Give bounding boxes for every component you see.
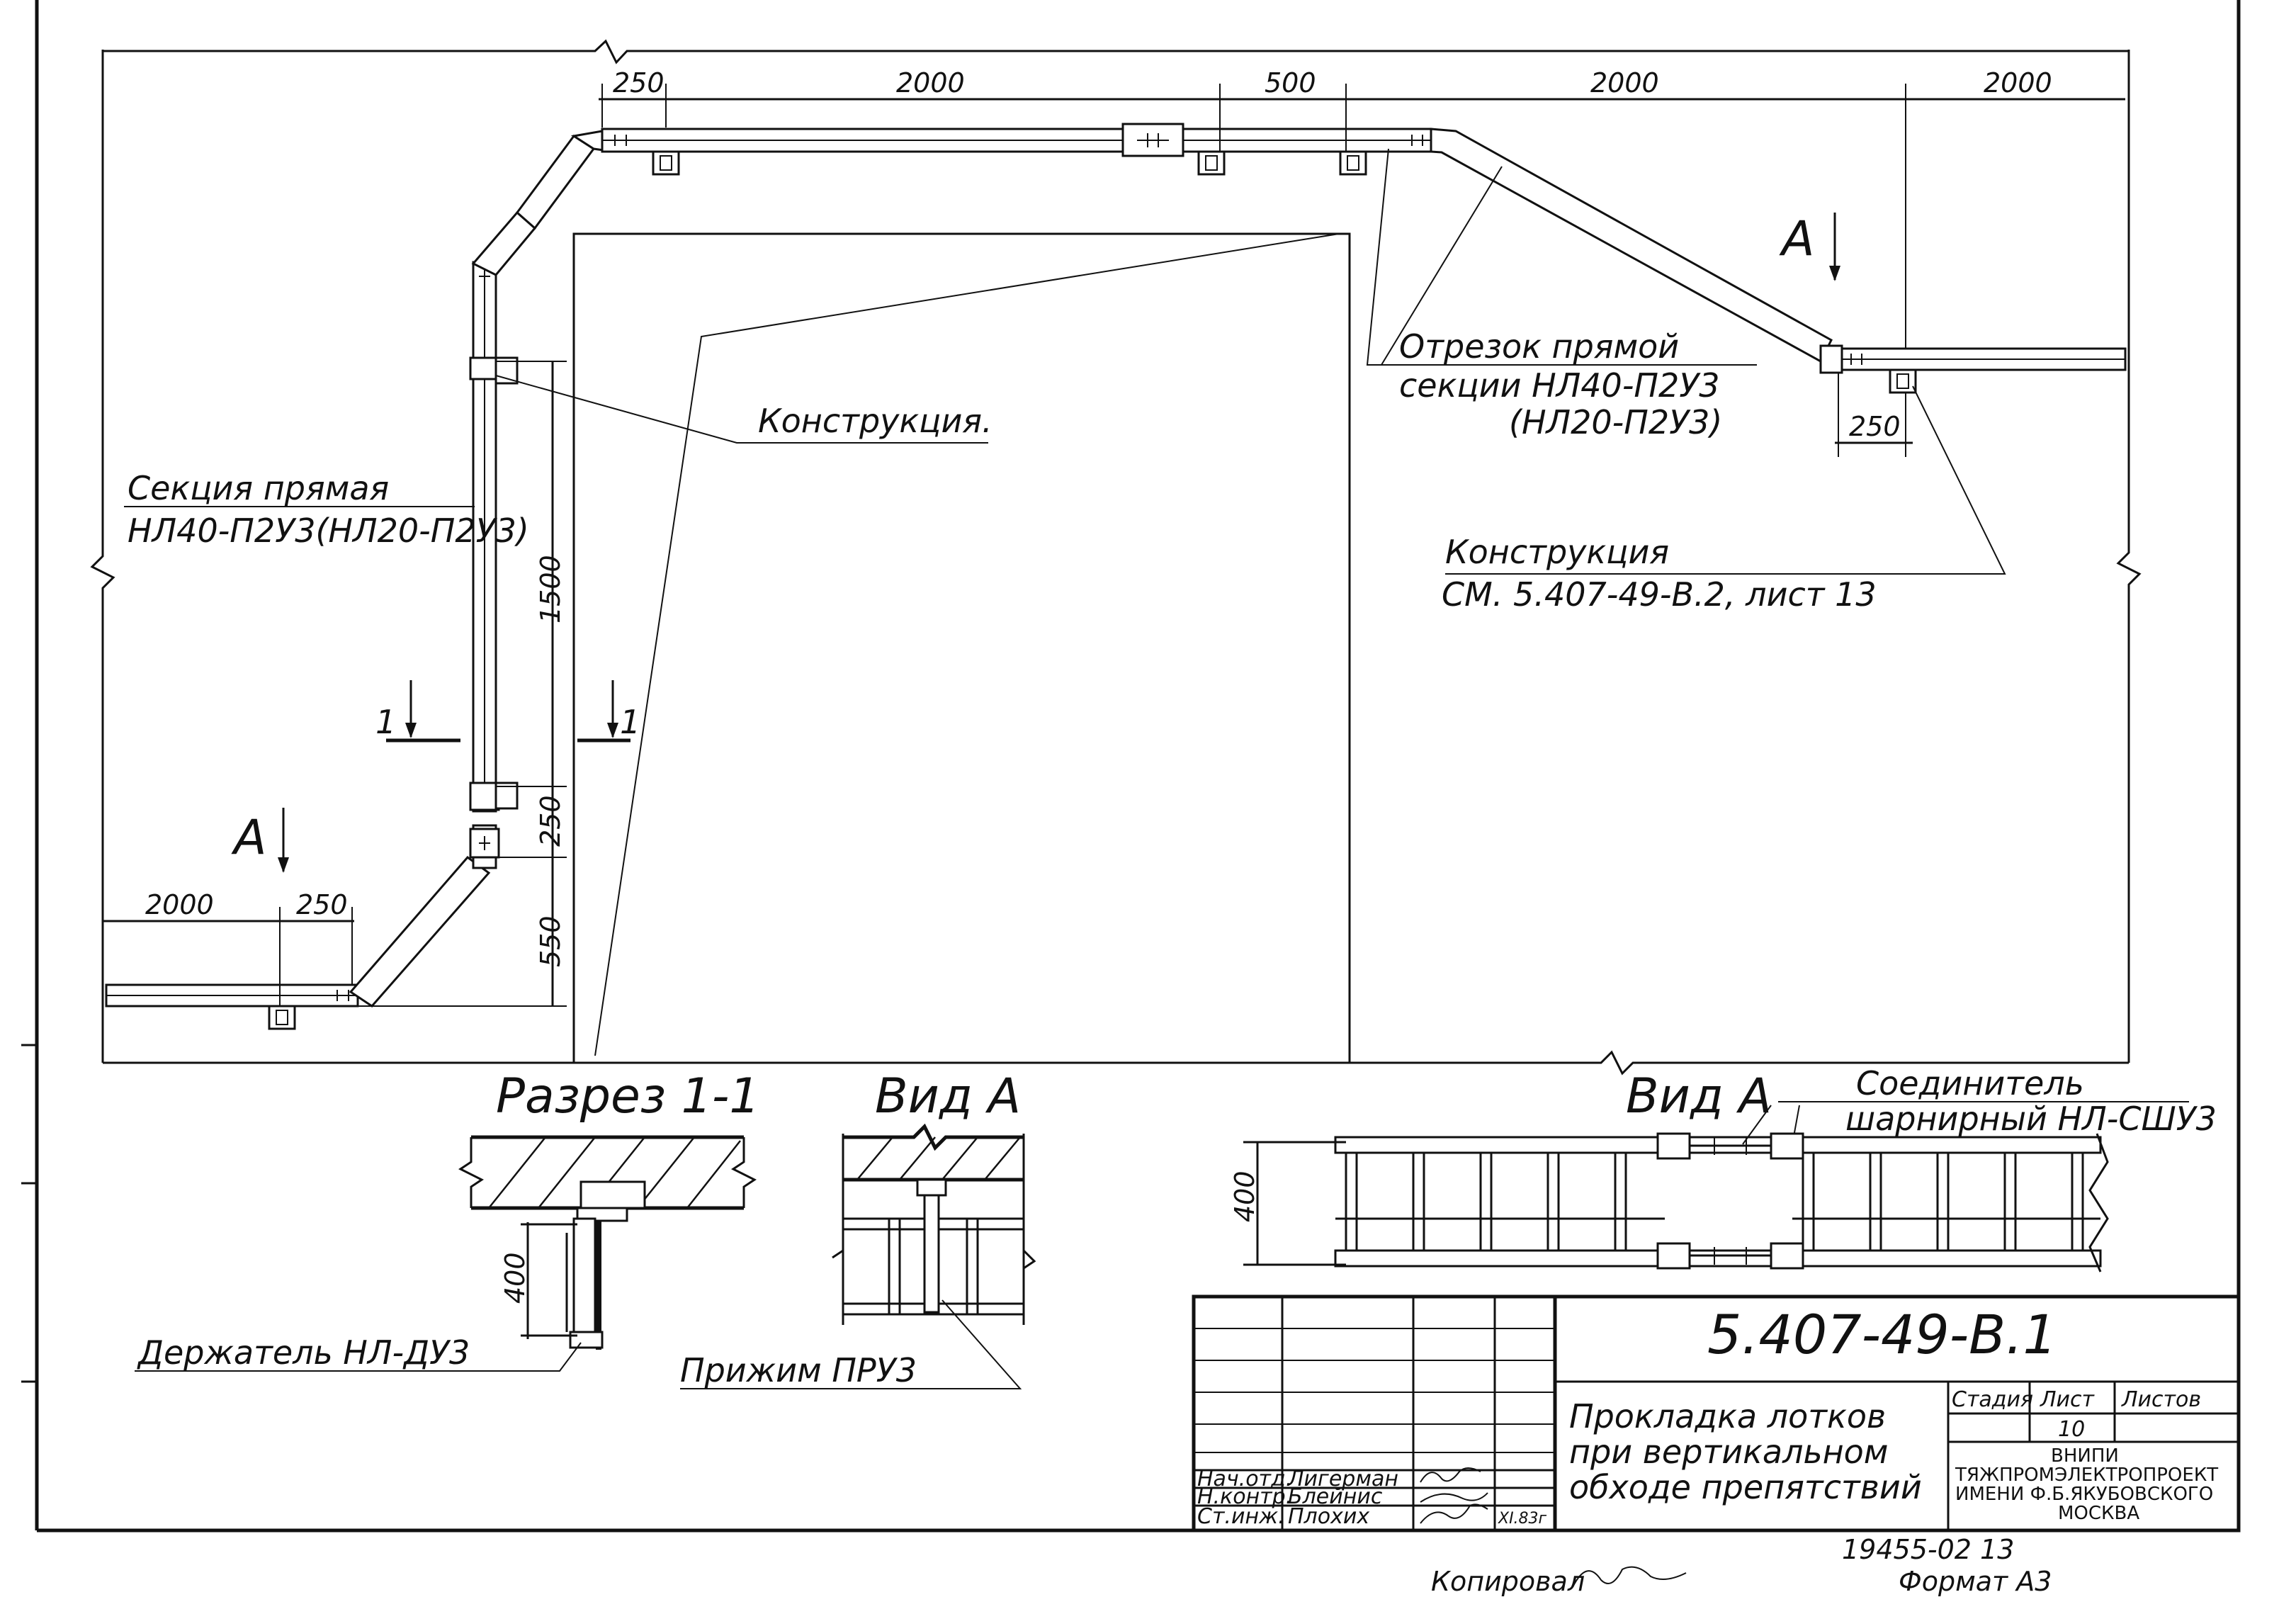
handwritten-signatures: [1420, 1467, 1488, 1524]
obstacle-outline: [572, 232, 1351, 1063]
bolt-marks: [332, 133, 1867, 1001]
dim-vert-1500: 1500: [535, 555, 566, 623]
name-1: Лигерман: [1287, 1467, 1398, 1491]
tray-joint-1: [469, 781, 500, 811]
tray-right-joint: [1819, 344, 1843, 374]
copier-signature: [1572, 1566, 1687, 1588]
dim-bottom-2000: 2000: [145, 889, 214, 920]
dim-top-1: 250: [613, 67, 665, 98]
label-sekciya-1: Секция прямая: [128, 469, 389, 507]
dim-top-5: 2000: [1984, 67, 2052, 98]
name-2: Блейнис: [1288, 1484, 1383, 1509]
inventory-number: 19455-02 13: [1842, 1534, 2014, 1565]
dim-vert-550: 550: [535, 915, 566, 967]
section-dim-400: 400: [499, 1252, 531, 1304]
role-2: Н.контр.: [1197, 1484, 1292, 1509]
dim-right-250: 250: [1849, 411, 1901, 442]
title-line-2: при вертикальном: [1569, 1433, 1889, 1471]
view-mark-right: А: [1779, 211, 1815, 267]
title-line-3: обходе препятствий: [1569, 1468, 1922, 1506]
section-mark-left: 1: [375, 703, 396, 741]
label-otrezok-1: Отрезок прямой: [1399, 327, 1679, 366]
format-label: Формат А3: [1899, 1566, 2052, 1597]
copied-by: Копировал: [1431, 1566, 1585, 1597]
leader-lines: [124, 148, 2006, 1056]
section-markers: [278, 213, 1840, 873]
title-block: 5.407-49-В.1 Прокладка лотков при вертик…: [1192, 1294, 2241, 1597]
label-prizhim: Прижим ПРУ3: [680, 1351, 917, 1389]
tray-supports: [268, 150, 1917, 1030]
label-soedinitel-1: Соединитель: [1856, 1064, 2084, 1102]
plan-view-border: [90, 39, 2142, 1076]
role-1: Нач.отд.: [1197, 1467, 1292, 1491]
dim-vert-250: 250: [535, 795, 566, 847]
view-a-large: Вид А Соединитель шарнирный НЛ-СШУ3 400: [1229, 1064, 2217, 1272]
view-mark-left: А: [231, 810, 267, 866]
label-otrezok-2: секции НЛ40-П2У3: [1399, 366, 1720, 405]
dim-top-2: 2000: [896, 67, 965, 98]
section-mark-right: 1: [620, 703, 640, 741]
section-1-1: Разрез 1-1 400 Держатель НЛ-ДУ3: [135, 1068, 760, 1372]
view-a-small-title: Вид А: [875, 1068, 1021, 1124]
col-stage: Стадия: [1952, 1387, 2033, 1412]
title-line-1: Прокладка лотков: [1569, 1397, 1886, 1435]
name-3: Плохих: [1288, 1504, 1369, 1529]
role-3: Ст.инж.: [1197, 1504, 1285, 1529]
label-otrezok-3: (НЛ20-П2У3): [1509, 403, 1722, 441]
sheet-number: 10: [2058, 1417, 2085, 1442]
plan-annotations: 250 2000 500 2000 2000 1500 250 550 2000…: [128, 67, 2052, 967]
org-line-2: ТЯЖПРОМЭЛЕКТРОПРОЕКТ: [1955, 1465, 2218, 1486]
label-konstr-right-1: Конструкция: [1445, 533, 1669, 571]
ladder-rungs: [1345, 1153, 2084, 1251]
tray-lower-diagonal: [349, 855, 491, 1008]
view-a-small: Вид А Прижим ПРУ3: [680, 1068, 1036, 1389]
org-line-4: МОСКВА: [2058, 1503, 2139, 1524]
label-sekciya-2: НЛ40-П2У3(НЛ20-П2У3): [128, 512, 529, 550]
dim-bottom-250: 250: [296, 889, 348, 920]
view-dim-400: 400: [1229, 1170, 1260, 1222]
cable-tray-route: [105, 123, 2127, 1030]
tray-right-diagonal: [1430, 128, 1833, 363]
label-konstr-top: Конструкция.: [758, 402, 993, 440]
sign-date: XI.83г: [1498, 1510, 1547, 1528]
col-sheets: Листов: [2121, 1387, 2201, 1412]
col-sheet: Лист: [2040, 1387, 2096, 1412]
dim-top-4: 2000: [1590, 67, 1659, 98]
tray-joint-3: [469, 356, 500, 380]
tray-upper-diagonal-2: [515, 134, 596, 230]
view-a-large-title: Вид А: [1626, 1068, 1772, 1124]
dim-top-3: 500: [1265, 67, 1316, 98]
org-line-1: ВНИПИ: [2051, 1445, 2119, 1467]
dimension-lines: [103, 84, 2125, 1007]
section-title: Разрез 1-1: [496, 1068, 760, 1124]
org-line-3: ИМЕНИ Ф.Б.ЯКУБОВСКОГО: [1955, 1484, 2213, 1505]
tray-upper-diagonal-1: [471, 210, 537, 276]
doc-code: 5.407-49-В.1: [1707, 1303, 2057, 1366]
label-derzhatel: Держатель НЛ-ДУ3: [137, 1333, 470, 1372]
label-konstr-right-2: СМ. 5.407-49-В.2, лист 13: [1442, 575, 1877, 614]
label-soedinitel-2: шарнирный НЛ-СШУ3: [1845, 1100, 2217, 1138]
